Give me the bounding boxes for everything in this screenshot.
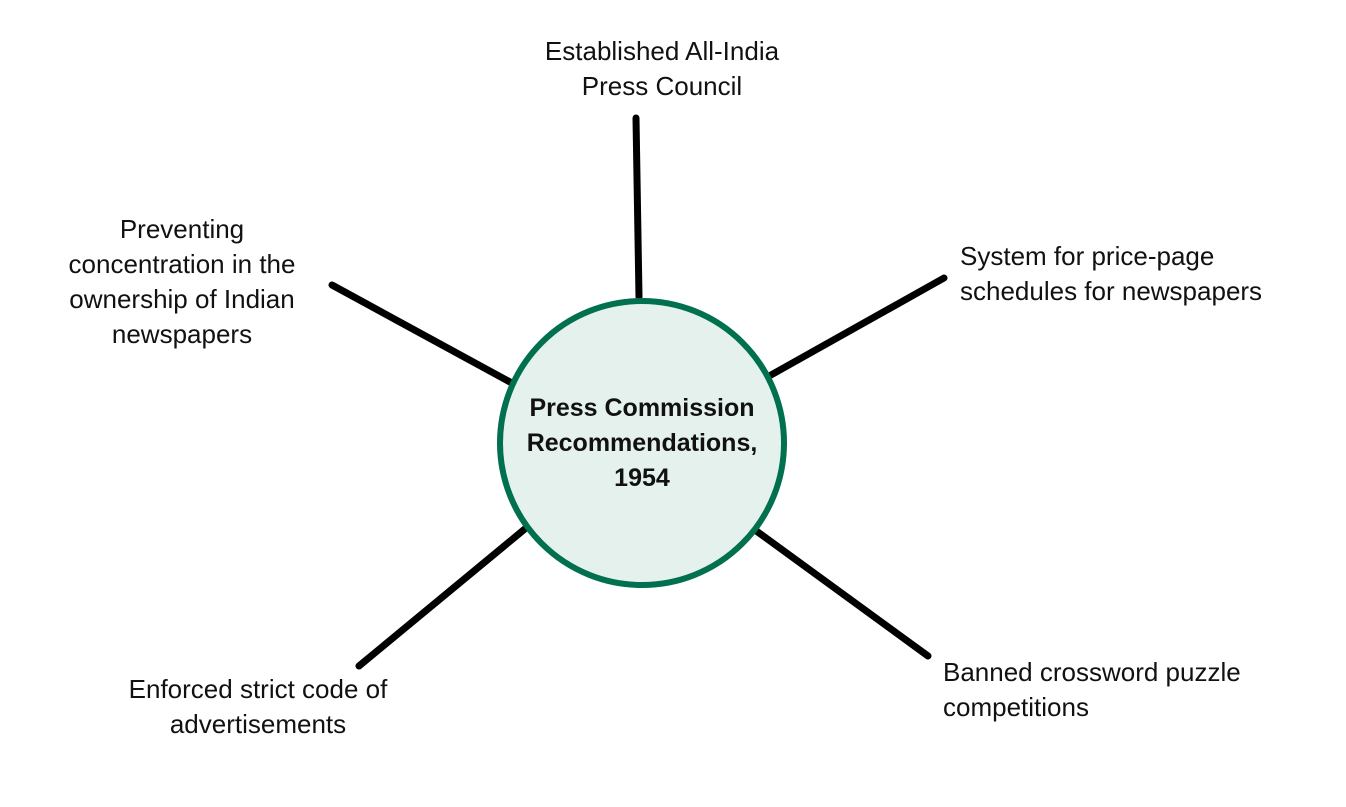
hub-title: Press Commission Recommendations, 1954: [527, 391, 758, 496]
node-label-line: Established All-India: [544, 36, 780, 66]
hub-title-line: Press Commission: [529, 393, 755, 422]
connector-price-page: [767, 274, 948, 379]
connector-advertisements: [355, 524, 530, 670]
node-press-council: Established All-India Press Council: [482, 34, 842, 104]
node-label-line: Enforced strict code of: [128, 674, 388, 704]
node-label-line: competitions: [943, 692, 1089, 722]
node-ownership: Preventing concentration in the ownershi…: [22, 212, 342, 352]
node-label-line: newspapers: [111, 319, 253, 349]
connector-press-council: [632, 114, 643, 301]
node-label-line: System for price-page: [960, 241, 1215, 271]
node-advertisements: Enforced strict code of advertisements: [88, 672, 428, 742]
node-label-line: advertisements: [169, 709, 347, 739]
node-label-line: schedules for newspapers: [960, 276, 1263, 306]
node-label-line: Preventing: [119, 214, 245, 244]
connector-ownership: [328, 281, 514, 386]
hub-title-line: Recommendations,: [526, 428, 758, 457]
node-label-line: ownership of Indian: [69, 284, 295, 314]
node-crossword: Banned crossword puzzle competitions: [943, 655, 1323, 725]
connector-crossword: [751, 526, 932, 660]
hub-title-line: 1954: [614, 463, 670, 492]
node-price-page: System for price-page schedules for news…: [960, 239, 1340, 309]
node-label-line: Banned crossword puzzle: [943, 657, 1241, 687]
central-hub-circle: Press Commission Recommendations, 1954: [497, 298, 787, 588]
node-label-line: concentration in the: [68, 249, 296, 279]
node-label-line: Press Council: [581, 71, 743, 101]
